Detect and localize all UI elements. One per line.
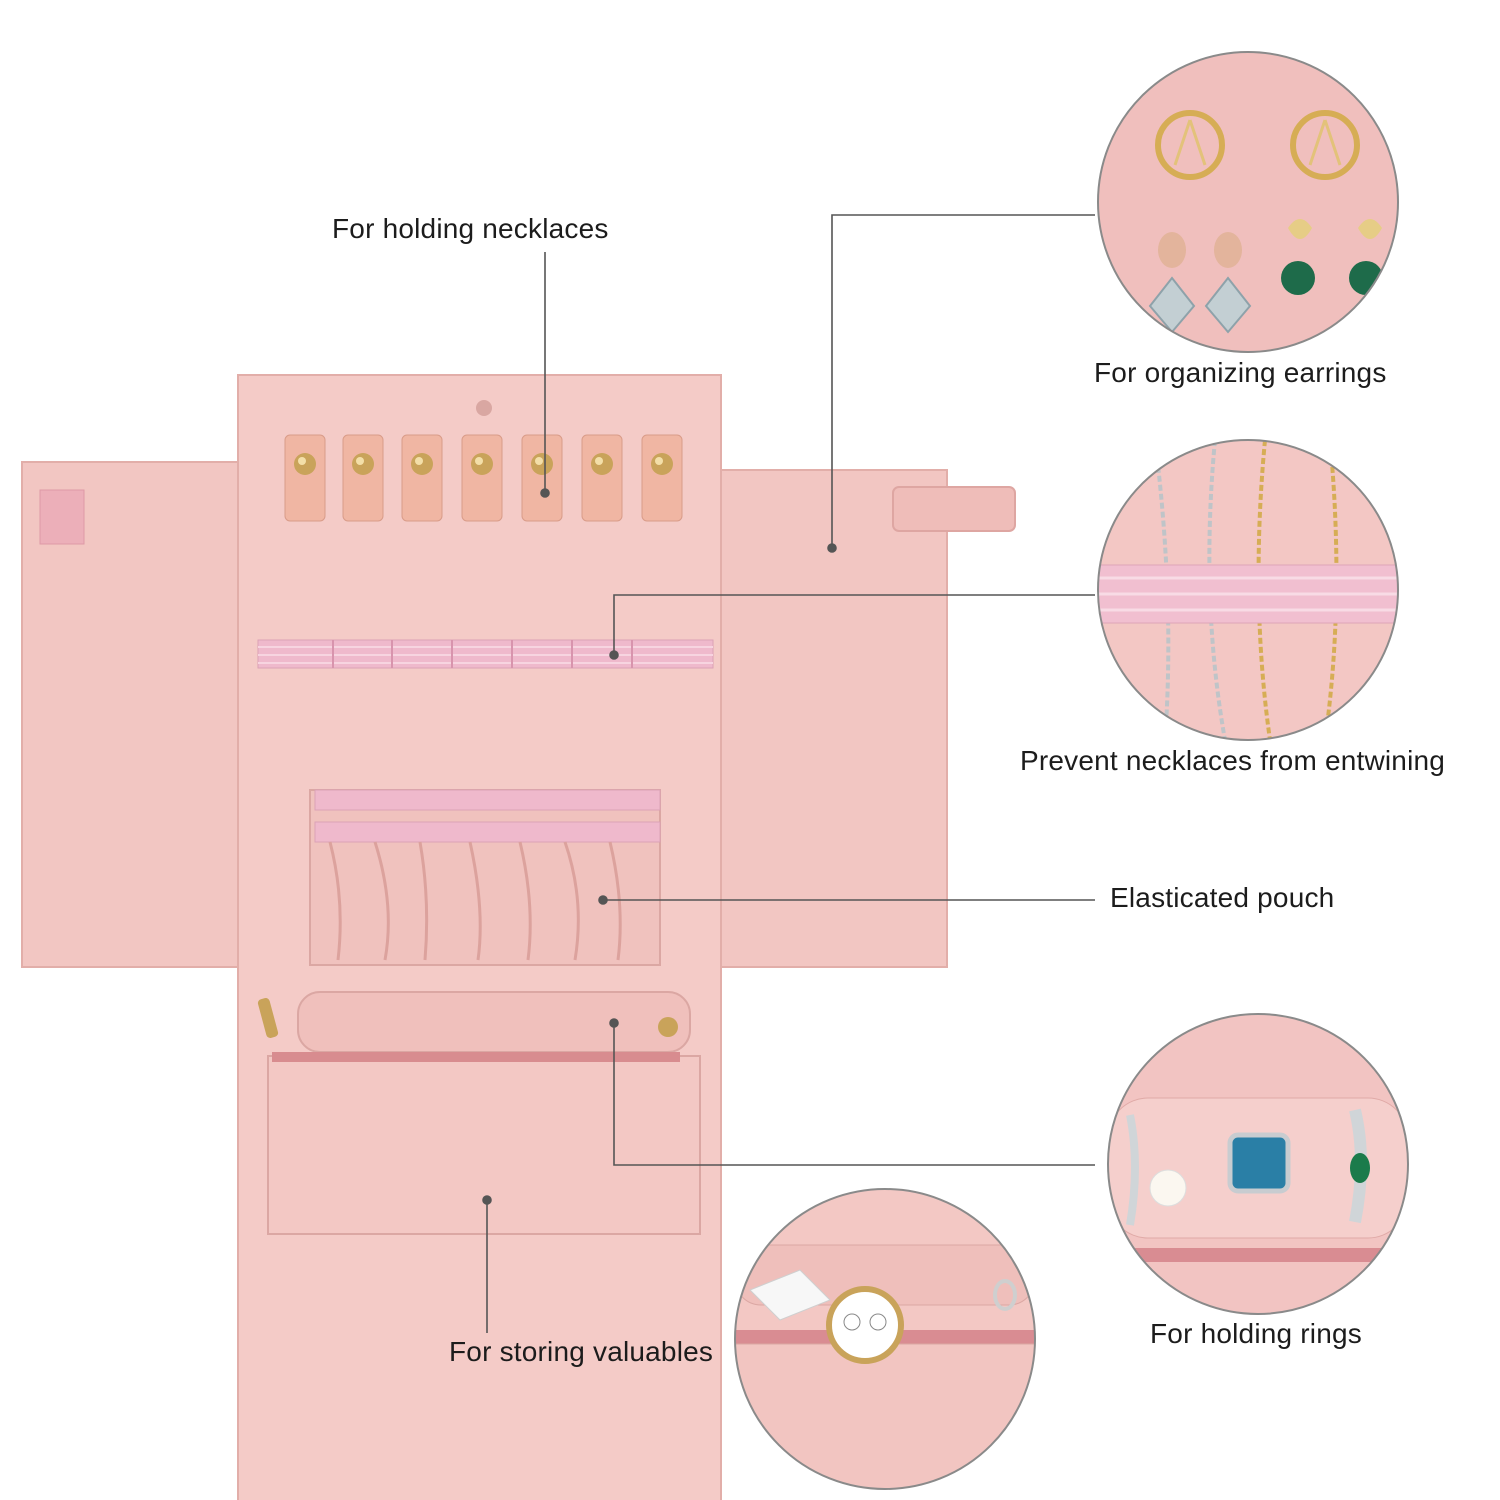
caption-holding-necklaces: For holding necklaces (332, 213, 609, 244)
necklace-chains-closeup-icon (1097, 439, 1399, 741)
zip-pocket (257, 991, 701, 1235)
earrings-closeup-icon (1097, 51, 1399, 353)
necklace-straps (284, 434, 683, 522)
caption-elasticated-pouch: Elasticated pouch (1110, 882, 1335, 913)
right-flap (714, 469, 1016, 968)
leader-lines (482, 214, 1095, 1333)
watch-in-pocket-icon (734, 1188, 1036, 1490)
caption-storing-valuables: For storing valuables (449, 1336, 714, 1367)
caption-organizing-earrings: For organizing earrings (1094, 357, 1387, 388)
caption-prevent-entwining: Prevent necklaces from entwining (1020, 745, 1446, 776)
rings-closeup-icon (1107, 1013, 1409, 1315)
caption-holding-rings: For holding rings (1150, 1318, 1362, 1349)
elastic-band (257, 639, 714, 669)
elasticated-pouch (309, 789, 661, 966)
left-flap (21, 461, 249, 968)
